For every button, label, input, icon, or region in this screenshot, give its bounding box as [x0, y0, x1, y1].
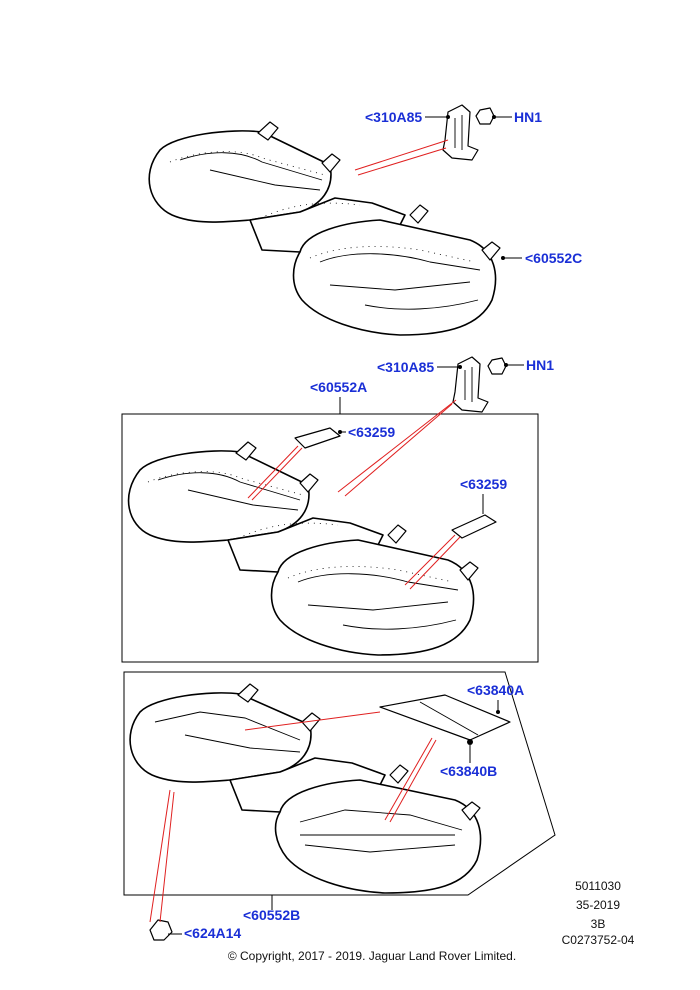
clip-624a14 — [149, 919, 173, 941]
assembly-frame-60552b — [123, 671, 556, 896]
assembly-frame-60552a — [121, 413, 539, 663]
callout-assembly-60552c[interactable]: <60552C — [525, 250, 582, 266]
callout-heater-connector-63840b[interactable]: <63840B — [440, 763, 497, 779]
callout-nut-hn1-mid[interactable]: HN1 — [526, 357, 554, 373]
callout-clip-624a14[interactable]: <624A14 — [184, 925, 241, 941]
callout-nut-hn1-top[interactable]: HN1 — [514, 109, 542, 125]
ref-line-2: 35-2019 — [576, 898, 620, 912]
bracket-310a85-top — [442, 104, 479, 161]
nut-hn1-mid — [487, 357, 507, 375]
pad-63259-left — [294, 427, 341, 449]
callout-pad-63259-left[interactable]: <63259 — [348, 424, 395, 440]
callout-heater-mat-63840a[interactable]: <63840A — [467, 682, 524, 698]
seat-cushion-assembly-bottom — [129, 683, 482, 894]
copyright-notice: © Copyright, 2017 - 2019. Jaguar Land Ro… — [228, 949, 516, 963]
heater-mat-63840a — [379, 694, 511, 741]
callout-bracket-310a85-top[interactable]: <310A85 — [365, 109, 422, 125]
callout-bracket-310a85-mid[interactable]: <310A85 — [377, 359, 434, 375]
callout-assembly-60552a[interactable]: <60552A — [310, 379, 367, 395]
bracket-310a85-mid — [452, 356, 489, 413]
callout-assembly-60552b[interactable]: <60552B — [243, 907, 300, 923]
pad-63259-right — [451, 514, 497, 539]
heater-connector-63840b — [467, 739, 473, 745]
ref-line-1: 5011030 — [575, 879, 621, 893]
ref-line-3: 3B — [591, 917, 606, 931]
ref-line-4: C0273752-04 — [562, 933, 635, 947]
callout-pad-63259-right[interactable]: <63259 — [460, 476, 507, 492]
nut-hn1-top — [475, 107, 495, 125]
seat-cushion-assembly-mid — [127, 441, 479, 656]
seat-cushion-assembly-top — [148, 121, 501, 336]
diagram-reference-block: 5011030 35-2019 3B C0273752-04 — [562, 879, 635, 947]
